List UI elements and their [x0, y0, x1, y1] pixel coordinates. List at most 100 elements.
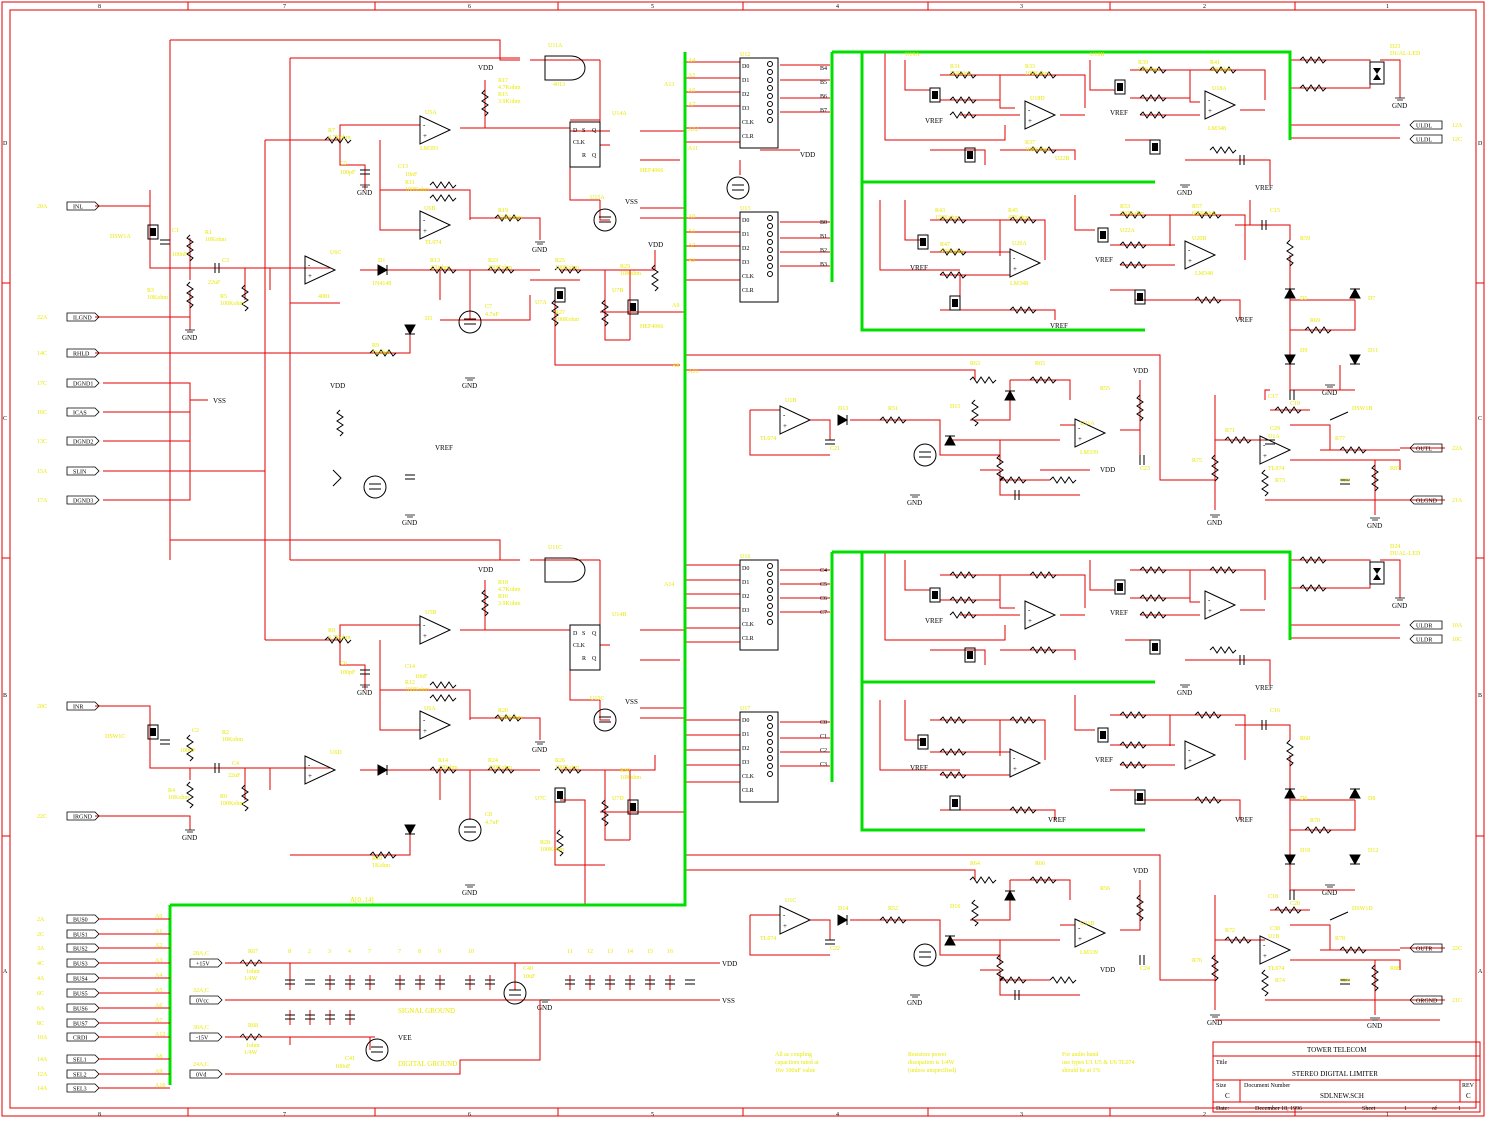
opamp-symbol	[779, 905, 812, 935]
wiring-left-channel	[95, 39, 685, 640]
resistor-ref: R29	[620, 264, 630, 270]
detector-label: R63	[970, 361, 980, 367]
diode-symbol	[837, 914, 849, 926]
resistor-value: 4.7Kohm	[328, 135, 351, 141]
resistor-symbol	[1299, 584, 1327, 592]
resistor-ref: R43	[935, 208, 945, 214]
resistor-ref: R2	[222, 730, 229, 736]
detector-label: R51	[888, 406, 898, 412]
resistor-symbol	[1274, 906, 1302, 914]
led-label: DUAL-LED	[1390, 51, 1421, 57]
right-connector-flag	[1409, 443, 1443, 453]
diode-symbol	[1284, 787, 1296, 799]
resistor-symbol	[241, 284, 249, 312]
ground-symbol	[910, 994, 920, 998]
of-value: 1	[1458, 1106, 1461, 1112]
resistor-symbol	[487, 766, 515, 774]
opamp-plus-sign: +	[1013, 265, 1017, 273]
diode-symbol	[1349, 854, 1361, 866]
latch-output-bubble	[767, 247, 773, 253]
bus-connector-pin-label: 6C	[37, 991, 44, 997]
address-line-label: A12	[688, 127, 698, 133]
resistor-symbol	[949, 71, 977, 79]
decoupling-pin-label: 15	[647, 949, 653, 955]
analog-switch-symbol	[929, 587, 941, 603]
ground-symbol	[910, 494, 920, 498]
right-connector-pin-label: 10C	[1452, 637, 1462, 643]
size-value: C	[1225, 1092, 1230, 1100]
vss-label: VSS	[625, 198, 638, 206]
opamp-minus-sign: -	[1263, 441, 1266, 449]
resistor-ref: R14	[438, 758, 448, 764]
note-line: should be at 1%	[1062, 1068, 1101, 1074]
resistor-symbol	[1029, 376, 1057, 384]
zone-top-label: 1	[1386, 4, 1389, 10]
opamp-plus-sign: +	[783, 922, 787, 930]
part-number: HEF4066	[640, 168, 663, 174]
analog-switch-fill	[920, 738, 926, 746]
resistor-symbol	[186, 781, 194, 809]
detector-label: C21	[830, 446, 840, 452]
latch-pin-label: D3	[742, 260, 749, 266]
power-connector-pin: 28A,C	[193, 951, 209, 957]
latch-output-bubble	[767, 563, 773, 569]
detector-label: TL074	[760, 436, 776, 442]
vdd-label: VDD	[478, 566, 493, 574]
resistor-symbol	[1139, 566, 1167, 574]
analog-switch-symbol	[1134, 289, 1146, 305]
analog-switch-symbol	[147, 724, 159, 740]
resistor-symbol	[241, 784, 249, 812]
resistor-symbol	[996, 954, 1004, 982]
gnd-label: GND	[532, 246, 547, 254]
opamp-minus-sign: -	[1208, 596, 1211, 604]
capacitor-symbol	[305, 979, 315, 985]
power-connector-flag	[189, 1032, 223, 1042]
opamp-minus-sign: -	[1208, 96, 1211, 104]
latch-ref: U17	[740, 706, 750, 712]
left-connector-flag	[66, 348, 100, 358]
left-connector-flag	[66, 811, 100, 821]
latch-output-bubble	[767, 231, 773, 237]
capacitor-label: C29	[1270, 426, 1280, 432]
bus-connector-flag	[66, 943, 100, 953]
part-number: LM393	[420, 146, 438, 152]
capacitor-label: 100nF	[180, 748, 196, 754]
part-number: LM348	[1208, 126, 1226, 132]
latch-pin-label: D1	[742, 78, 749, 84]
resistor-value: 4.7Kohm	[498, 85, 521, 91]
flip-flop-pin-label: Q	[592, 128, 597, 134]
vdd-label: VDD	[1100, 466, 1115, 474]
resistor-symbol	[336, 409, 344, 437]
electrolytic-capacitor-plates	[371, 1046, 383, 1053]
date-label: Date:	[1216, 1106, 1229, 1112]
left-connector-flag	[66, 495, 100, 505]
capacitor-symbol	[305, 1014, 315, 1020]
drawing-title: STEREO DIGITAL LIMITER	[1292, 1070, 1378, 1078]
resistor-symbol	[1136, 894, 1144, 922]
capacitor-label: C6	[340, 661, 347, 667]
diode-symbol	[1349, 787, 1361, 799]
latch-output-bubble	[767, 77, 773, 83]
diode-ref: D1	[378, 258, 385, 264]
capacitor-symbol	[825, 439, 835, 445]
rails: VDD VDD VDD VDD VDD VDD VDD VDD VDD VDD …	[213, 64, 1148, 1042]
bus-connector-net-label: BUS0	[73, 918, 88, 924]
gnd-label: GND	[1367, 522, 1382, 530]
latch-output-bubble	[767, 571, 773, 577]
digital-bus	[168, 50, 1292, 1085]
opamp-plus-sign: +	[1263, 452, 1267, 460]
resistor-symbol	[939, 771, 967, 779]
opamp-symbol	[1259, 435, 1292, 465]
latch-pin-label: CLR	[742, 636, 754, 642]
title-block: TOWER TELECOM Title STEREO DIGITAL LIMIT…	[1212, 1041, 1481, 1113]
resistor-value: 22Kohm	[1210, 67, 1231, 73]
gnd-label: GND	[1322, 389, 1337, 397]
flip-flop-pin-label: S	[582, 128, 585, 134]
decoupling-pin-label: 4	[348, 949, 351, 955]
power-resistor-ref: R67	[248, 949, 258, 955]
resistor-ref: R72	[1225, 928, 1235, 934]
resistor-symbol	[554, 766, 582, 774]
diode-symbol	[1284, 854, 1296, 866]
resistor-symbol	[1274, 406, 1302, 414]
